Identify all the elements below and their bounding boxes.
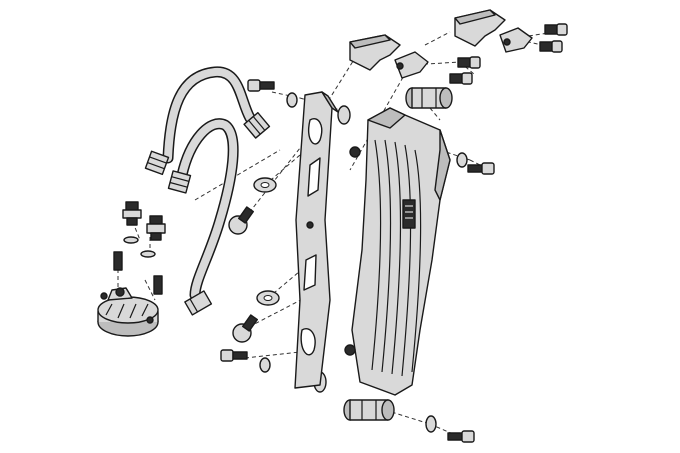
mounting-bracket-plate bbox=[294, 91, 339, 389]
washer bbox=[286, 92, 298, 108]
oil-filter-adapter-housing bbox=[97, 287, 159, 337]
oil-line-hose-upper bbox=[144, 66, 271, 176]
bolt-lower-left bbox=[232, 314, 258, 343]
washer bbox=[425, 415, 437, 433]
hose-fitting-right bbox=[140, 215, 166, 295]
cooler-badge bbox=[402, 199, 416, 229]
upper-mount-clamp-left bbox=[349, 34, 429, 79]
washer bbox=[259, 357, 271, 373]
washer bbox=[337, 105, 351, 125]
bolt-bottom-left bbox=[220, 349, 248, 362]
oil-line-hose-lower bbox=[167, 118, 239, 316]
upper-mount-clamp-right bbox=[454, 9, 533, 53]
oil-cooler-radiator bbox=[344, 107, 451, 396]
bolt-upper-left bbox=[247, 79, 275, 92]
bolt-mid-left bbox=[228, 206, 254, 235]
washer bbox=[456, 152, 468, 168]
bolt-right-mid bbox=[467, 162, 495, 175]
hose-fitting-left bbox=[113, 201, 142, 271]
bolt-bottom-right bbox=[447, 430, 475, 443]
rubber-bushing-lower bbox=[343, 399, 395, 421]
clamp-bolts bbox=[449, 23, 568, 85]
rubber-bushing-upper bbox=[405, 87, 453, 109]
